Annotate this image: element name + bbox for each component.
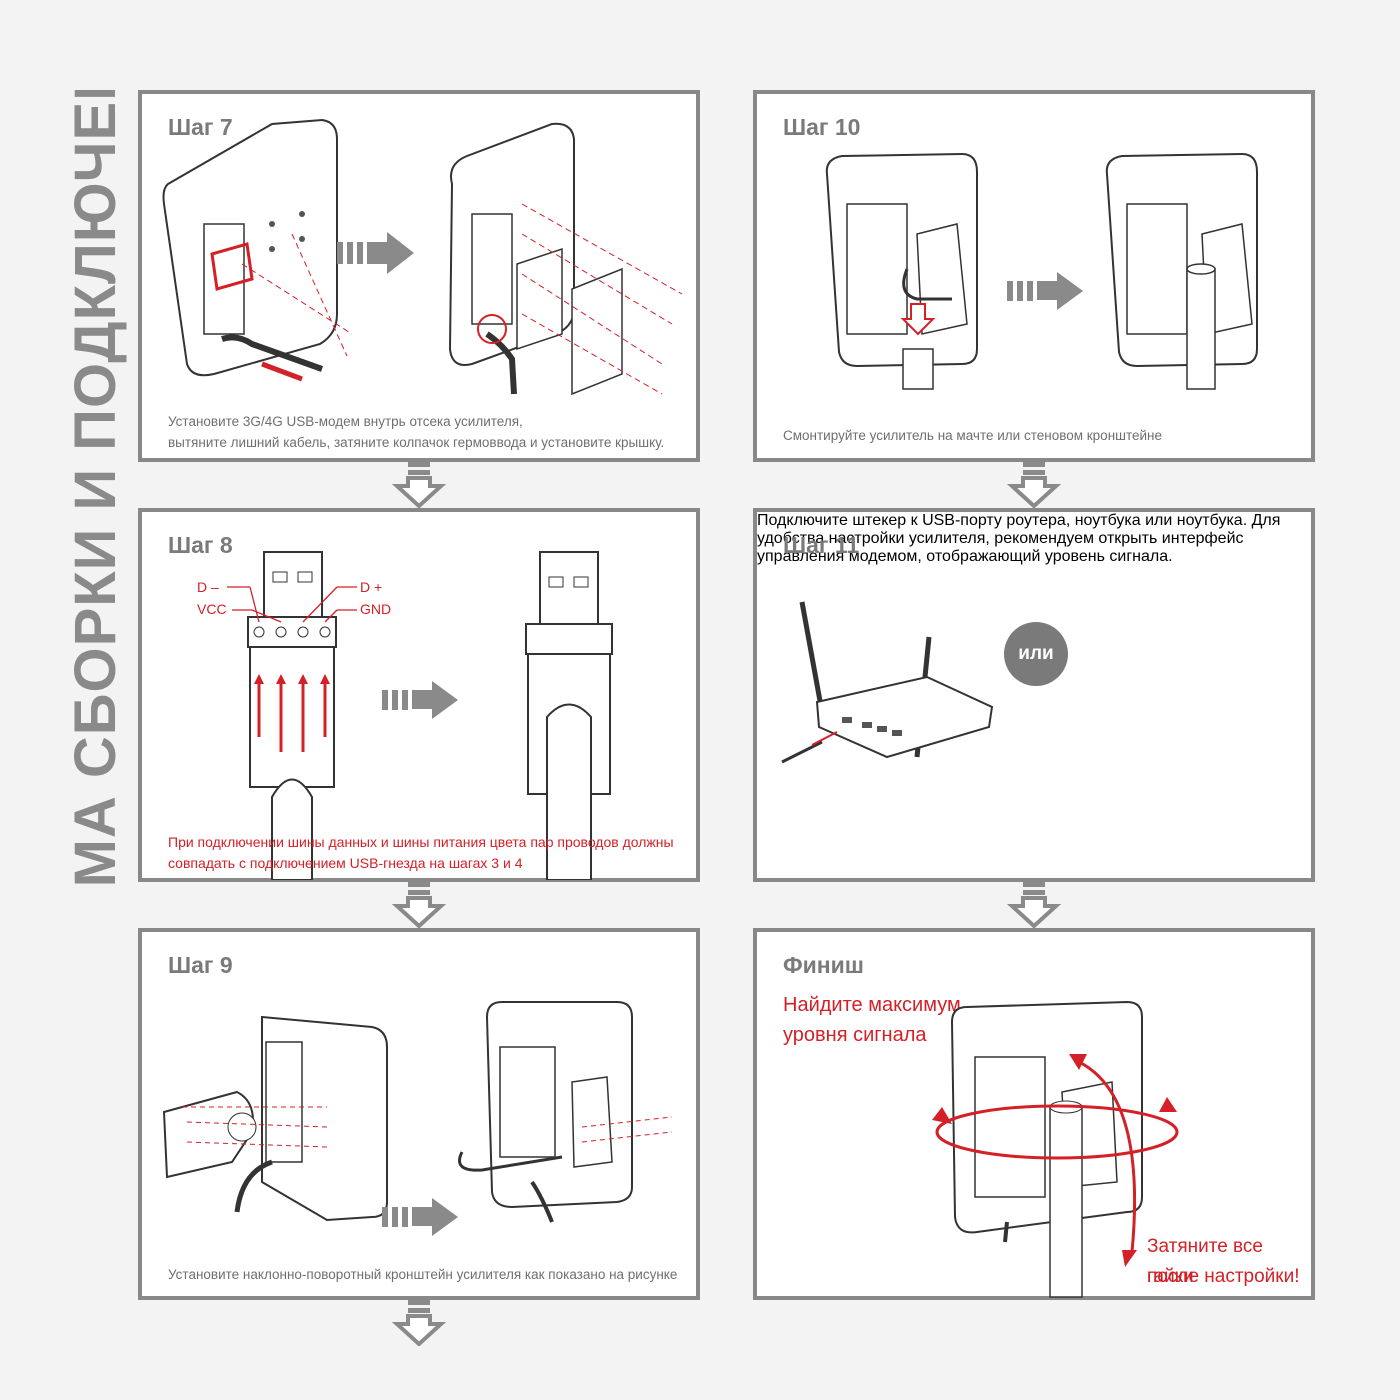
step-11-title: Шаг 11	[783, 532, 860, 558]
step-10-panel: Шаг 10 Смонтируйте усилитель на мачте ил…	[753, 90, 1315, 462]
down-arrow-icon	[391, 1300, 447, 1346]
down-arrow-icon	[391, 462, 447, 508]
finish-warning-line2: после настройки!	[1147, 1266, 1300, 1287]
step-9-illustration: Установите наклонно-поворотный кронштейн…	[162, 1001, 677, 1282]
step-7-title: Шаг 7	[168, 114, 233, 140]
finish-warning-line1: Затяните все гайки	[1147, 1236, 1264, 1287]
step-8-caption-line1: При подключении шины данных и шины питан…	[168, 834, 674, 850]
step-7-illustration: Установите 3G/4G USB-модем внутрь отсека…	[162, 118, 683, 450]
pin-label-vcc: VCC	[197, 601, 227, 617]
or-badge: или	[1004, 622, 1068, 686]
finish-panel: Финиш Найдите максимум уровня сигнала За…	[753, 928, 1315, 1300]
step-8-title: Шаг 8	[168, 532, 233, 558]
step-8-illustration: D – VCC D + GND При подключении шины дан…	[168, 551, 674, 880]
step-7-caption-line1: Установите 3G/4G USB-модем внутрь отсека…	[168, 414, 523, 429]
step-7-panel: Шаг 7 Установите 3G/4G USB-модем внутрь …	[138, 90, 700, 462]
step-10-caption: Смонтируйте усилитель на мачте или стено…	[783, 428, 1162, 443]
step-9-caption: Установите наклонно-поворотный кронштейн…	[168, 1267, 677, 1282]
step-11-panel: Шаг 11 Подключите штекер к USB-порту роу…	[753, 508, 1315, 882]
step-7-caption-line2: вытяните лишний кабель, затяните колпачо…	[168, 435, 664, 450]
pin-label-d-minus: D –	[197, 579, 219, 595]
step-9-panel: Шаг 9 Установите наклонно-поворотный кро…	[138, 928, 700, 1300]
step-11-caption-line1: Подключите штекер к USB-порту роутера, н…	[757, 512, 1248, 529]
step-9-title: Шаг 9	[168, 952, 233, 978]
step-7-next-arrow-icon	[337, 232, 414, 274]
step-11-caption-line3: модемом, отображающий уровень сигнала.	[848, 548, 1173, 565]
finish-note-line1: Найдите максимум	[783, 994, 961, 1016]
step-11-caption-line2: Для удобства настройки усилителя, рекоме…	[757, 512, 1281, 565]
down-arrow-icon	[1006, 882, 1062, 928]
step-8-next-arrow-icon	[382, 681, 458, 719]
step-9-next-arrow-icon	[382, 1198, 458, 1236]
pin-label-gnd: GND	[360, 601, 391, 617]
step-10-title: Шаг 10	[783, 114, 861, 140]
down-arrow-icon	[391, 882, 447, 928]
step-10-illustration: Смонтируйте усилитель на мачте или стено…	[783, 152, 1258, 443]
step-10-next-arrow-icon	[1007, 272, 1083, 310]
finish-note-line2: уровня сигнала	[783, 1024, 927, 1046]
step-8-panel: Шаг 8 D – VCC D + GND	[138, 508, 700, 882]
router-icon	[781, 601, 994, 764]
step-8-caption-line2: совпадать с подключением USB-гнезда на ш…	[168, 855, 523, 871]
pin-label-d-plus: D +	[360, 579, 382, 595]
down-arrow-icon	[1006, 462, 1062, 508]
finish-title: Финиш	[783, 952, 864, 978]
vertical-title-text: СХЕМА СБОРКИ И ПОДКЛЮЧЕНИЯ	[63, 90, 128, 890]
vertical-page-title: СХЕМА СБОРКИ И ПОДКЛЮЧЕНИЯ	[42, 0, 142, 1007]
step-11-illustration	[781, 601, 994, 764]
finish-illustration	[932, 1000, 1179, 1298]
